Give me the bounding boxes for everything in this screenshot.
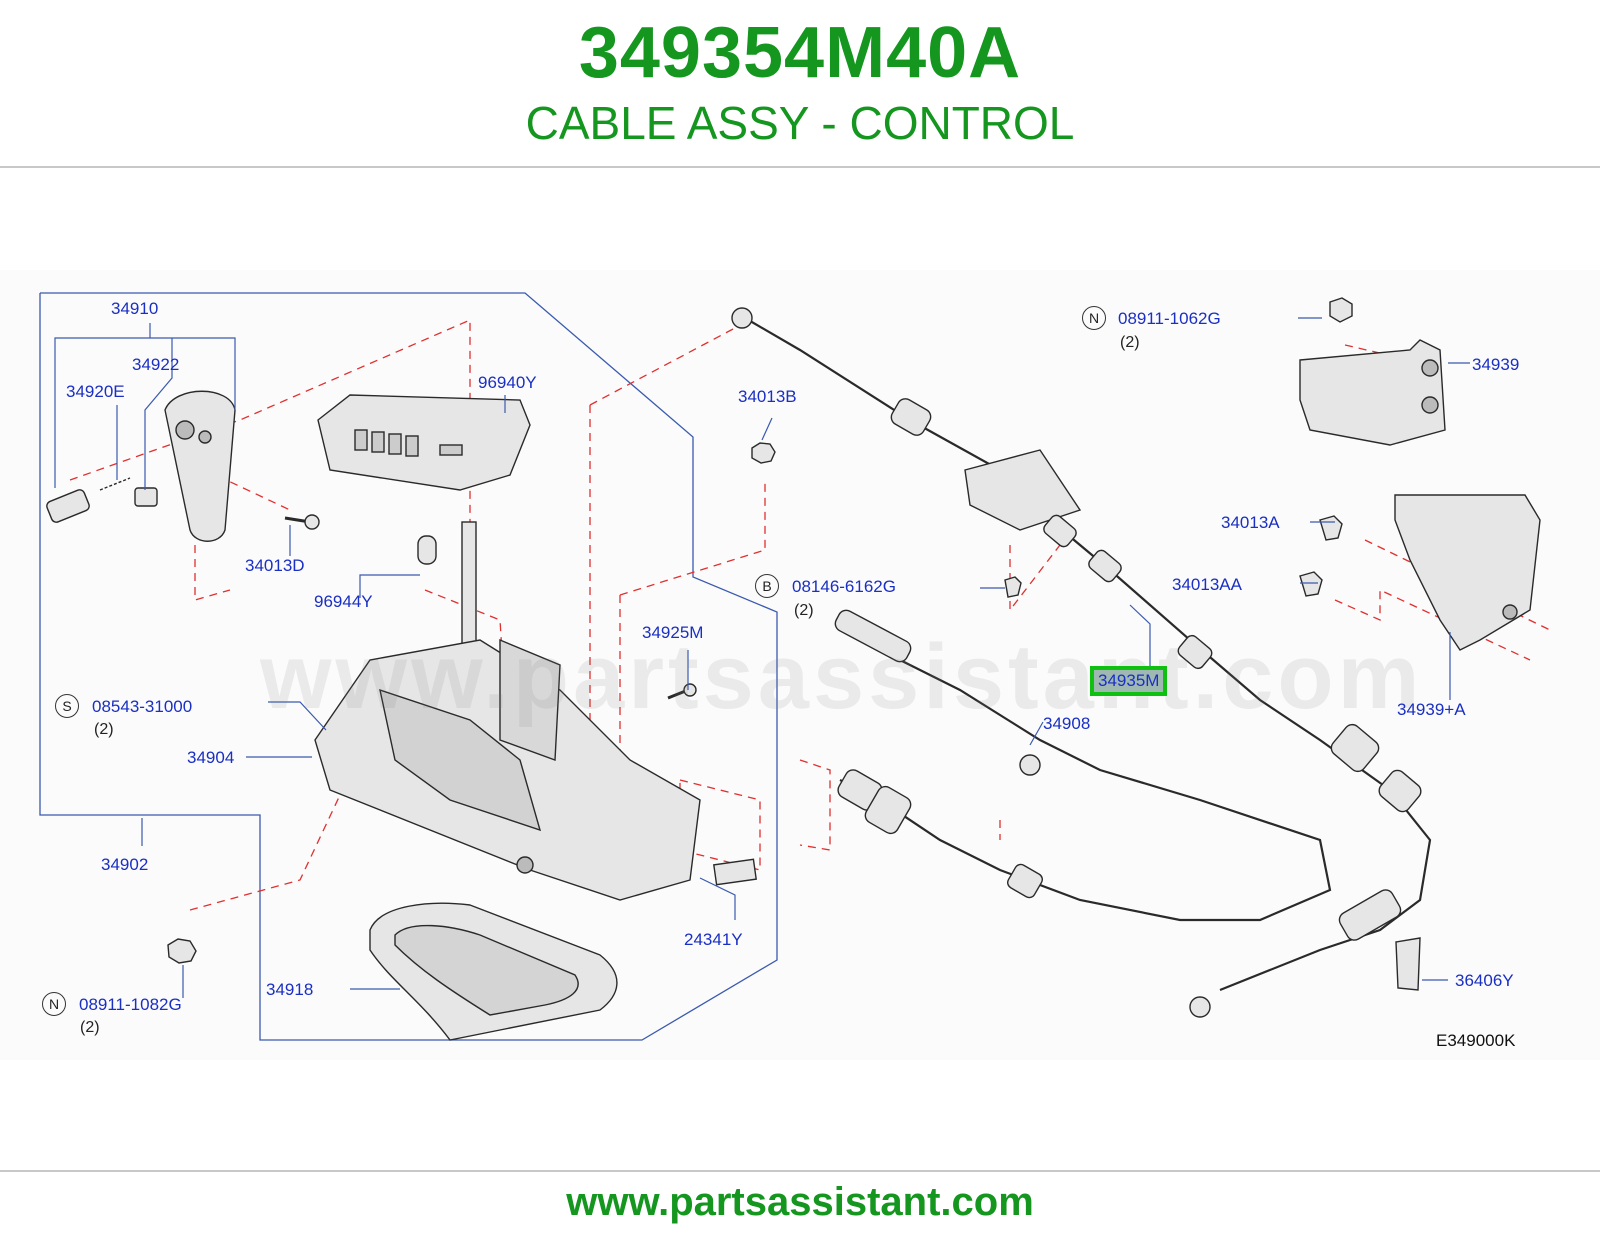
label-34013AA[interactable]: 34013AA [1172, 575, 1242, 594]
label-34935M-highlighted[interactable]: 34935M [1090, 666, 1168, 696]
label-34925M[interactable]: 34925M [642, 623, 704, 642]
symbol-n-1: N [1082, 306, 1106, 330]
label-34939[interactable]: 34939 [1472, 355, 1520, 374]
label-34013A[interactable]: 34013A [1221, 513, 1280, 532]
qty-08911-1062G: (2) [1120, 334, 1140, 351]
label-34922[interactable]: 34922 [132, 355, 180, 374]
nut-08911-1062G [1329, 297, 1353, 323]
page-header: 349354M40A CABLE ASSY - CONTROL [0, 0, 1600, 168]
part-number-title: 349354M40A [578, 13, 1022, 93]
label-08543-31000[interactable]: 08543-31000 [92, 697, 193, 716]
label-34908[interactable]: 34908 [1043, 714, 1091, 733]
cable-bracket-plate [964, 449, 1082, 531]
label-34910[interactable]: 34910 [111, 299, 159, 318]
nut-34013B [751, 442, 776, 464]
parts-drawings [46, 390, 776, 1041]
symbol-s: S [55, 694, 79, 718]
label-34904[interactable]: 34904 [187, 748, 235, 767]
nut-08911-1082G [167, 938, 197, 964]
bulb [417, 535, 437, 565]
spring [99, 477, 131, 491]
bracket-34939 [1299, 339, 1446, 446]
label-96940Y[interactable]: 96940Y [478, 373, 537, 392]
symbol-n-2: N [42, 992, 66, 1016]
label-08911-1082G[interactable]: 08911-1082G [79, 995, 182, 1014]
assembly-outline [39, 292, 778, 1041]
label-34918[interactable]: 34918 [266, 980, 314, 999]
part-description: CABLE ASSY - CONTROL [525, 97, 1075, 149]
label-36406Y[interactable]: 36406Y [1455, 971, 1514, 990]
knob-clip [134, 487, 158, 507]
label-08911-1062G[interactable]: 08911-1062G [1118, 309, 1221, 328]
qty-08543-31000: (2) [94, 721, 114, 738]
label-34920E[interactable]: 34920E [66, 382, 125, 401]
cable-sleeve-34908 [834, 609, 912, 663]
footer-divider [0, 1170, 1600, 1172]
knob-button [46, 489, 90, 523]
label-34939A[interactable]: 34939+A [1397, 700, 1466, 719]
indicator-panel [317, 394, 531, 491]
symbol-b: B [755, 574, 779, 598]
leader-lines [54, 317, 1470, 998]
qty-08146-6162G: (2) [794, 602, 814, 619]
footer-url[interactable]: www.partsassistant.com [566, 1180, 1034, 1224]
cable-fittings [731, 297, 1541, 1018]
connector-24341Y [713, 858, 757, 886]
label-96944Y[interactable]: 96944Y [314, 592, 373, 611]
watermark: www.partsassistant.com [260, 626, 1424, 728]
label-34013B[interactable]: 34013B [738, 387, 797, 406]
control-cable [744, 317, 1432, 992]
label-34013D[interactable]: 34013D [245, 556, 305, 575]
diagram-code: E349000K [1436, 1031, 1516, 1050]
label-24341Y[interactable]: 24341Y [684, 930, 743, 949]
qty-08911-1082G: (2) [80, 1019, 100, 1036]
bolt-08146-6162G [1004, 576, 1022, 598]
label-08146-6162G[interactable]: 08146-6162G [792, 577, 896, 596]
shift-knob [164, 390, 236, 542]
label-34902[interactable]: 34902 [101, 855, 149, 874]
header-divider [0, 166, 1600, 168]
clip-36406Y [1395, 937, 1421, 991]
